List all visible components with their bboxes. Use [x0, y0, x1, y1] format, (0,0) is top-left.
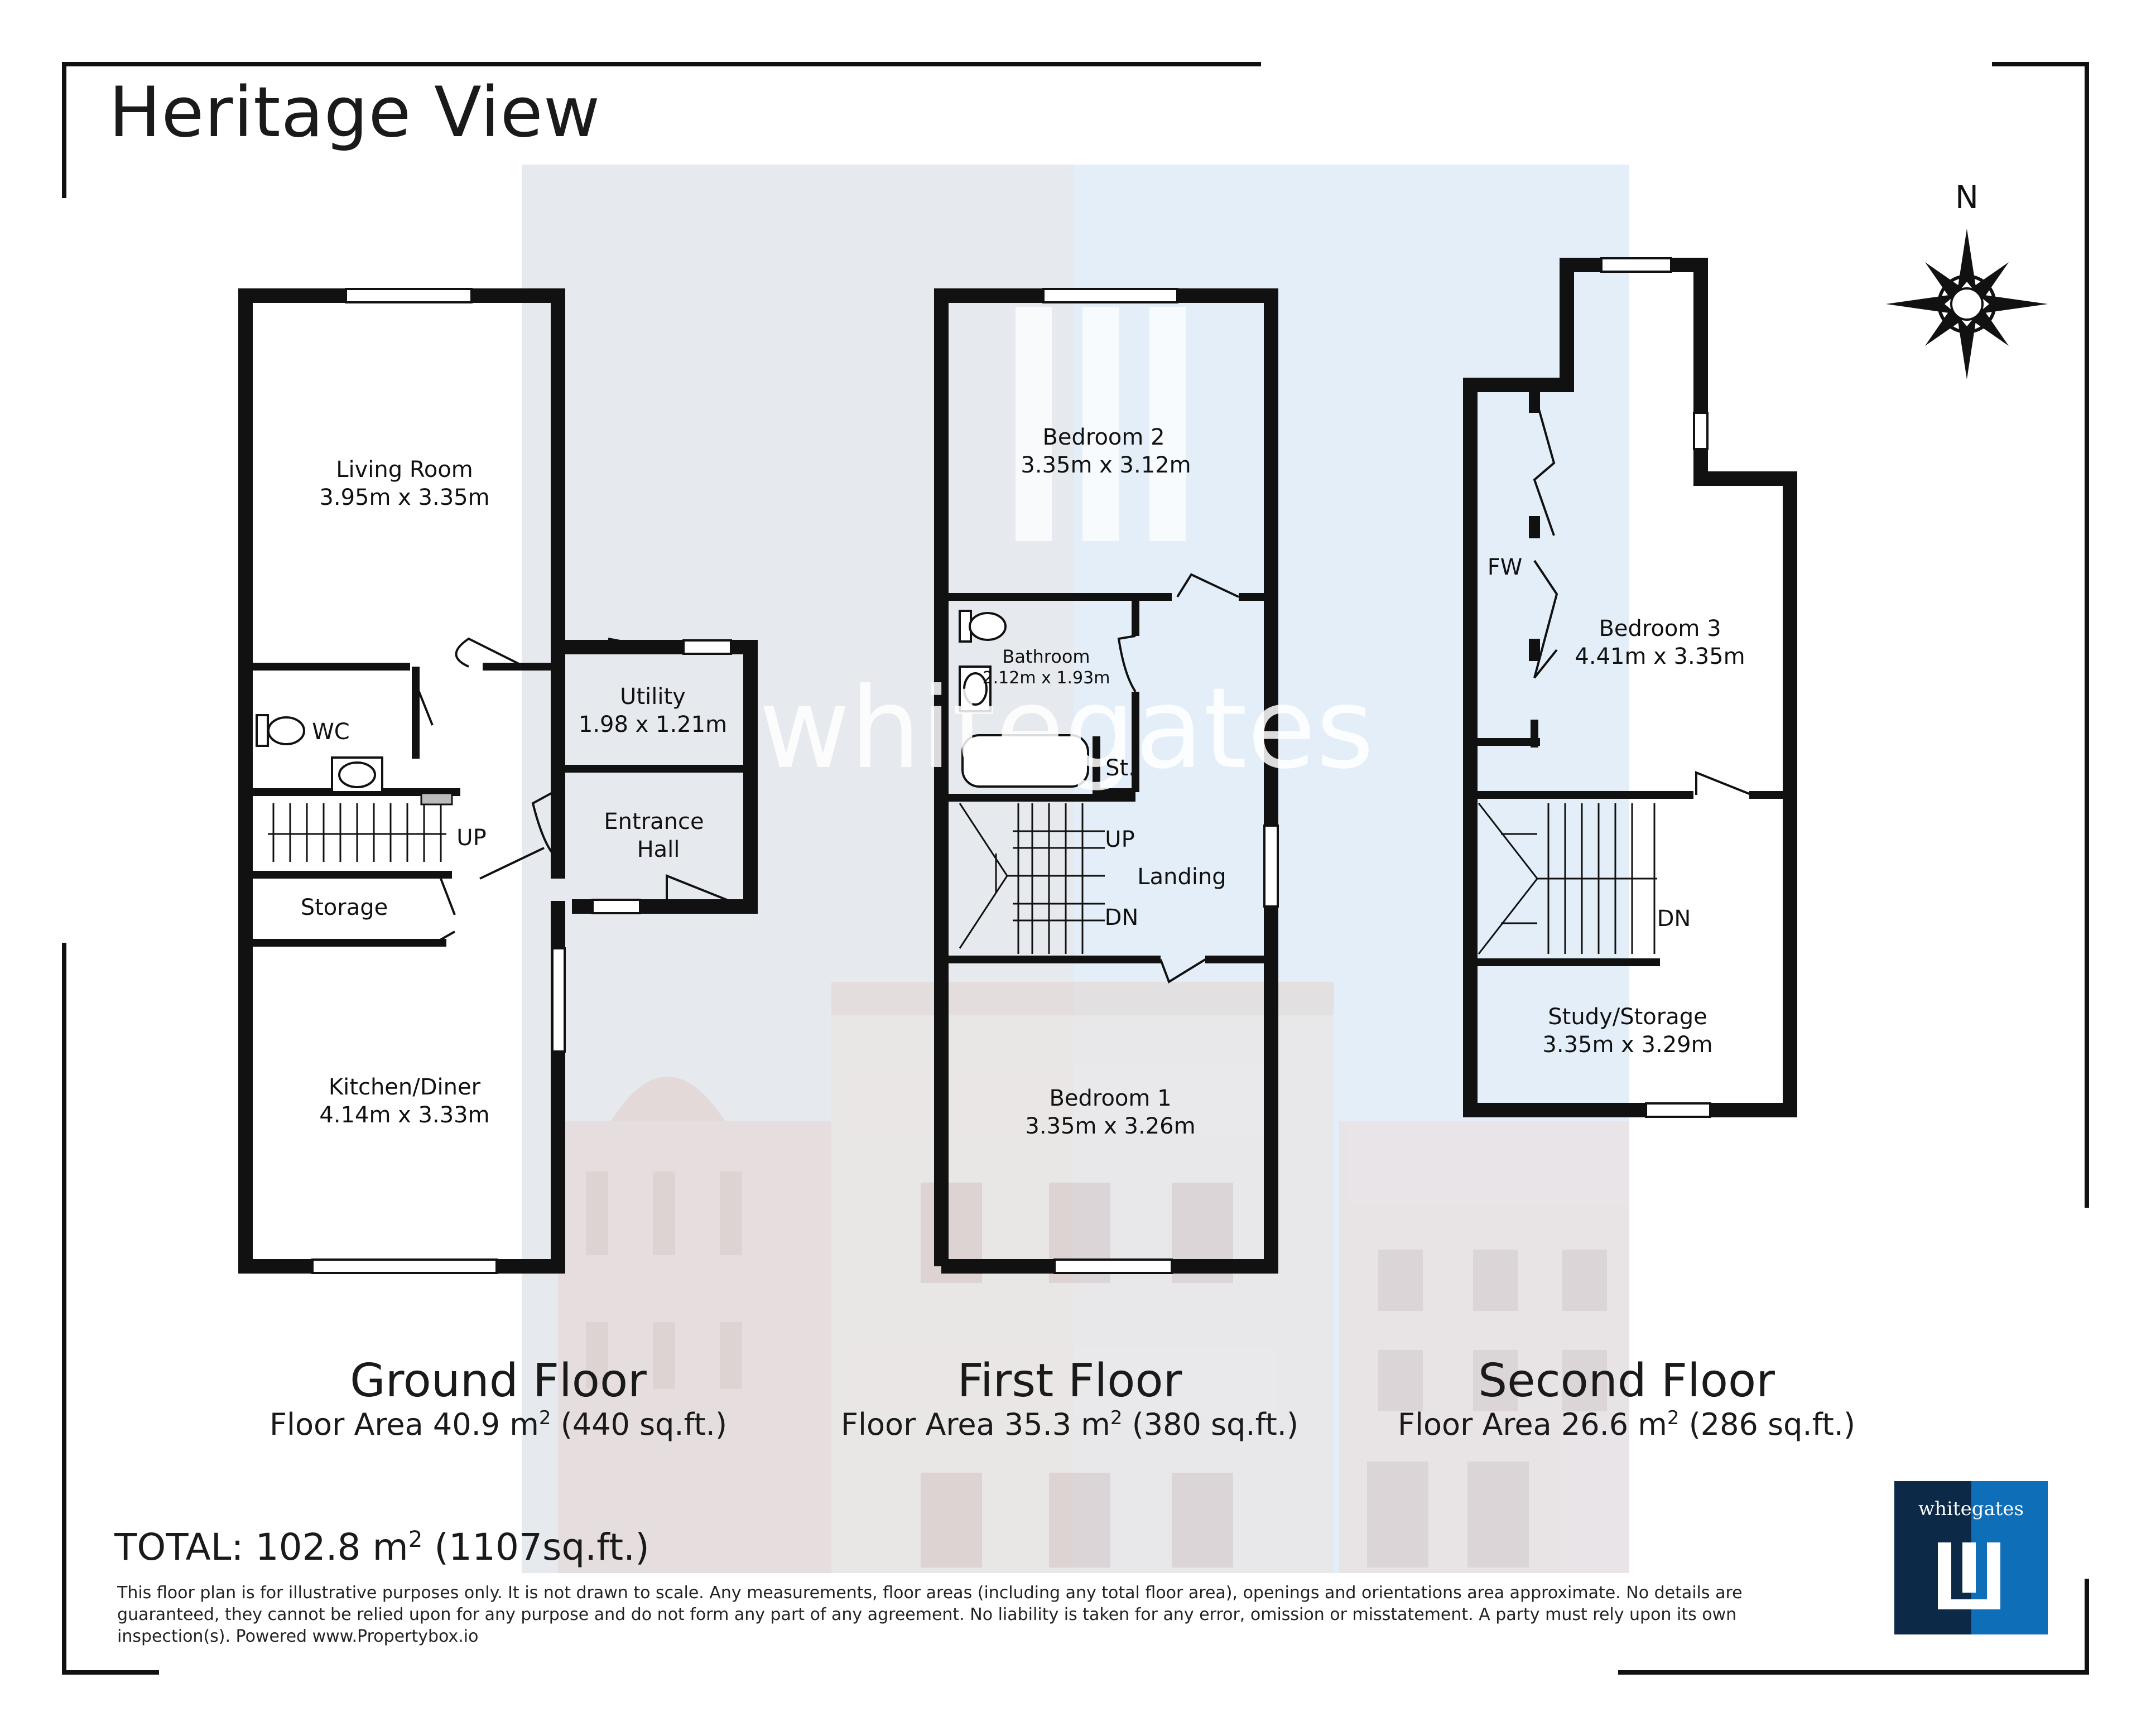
- room-dims-bedroom-2: 3.35m x 3.12m: [1021, 452, 1191, 478]
- ground-floor-windows: [311, 288, 732, 1274]
- floor-area-ground-prefix: Floor Area 40.9 m: [269, 1407, 539, 1442]
- page-frame: [62, 62, 2089, 1675]
- room-name-study-storage: Study/Storage: [1548, 1004, 1707, 1030]
- floor-area-first-suffix: (380 sq.ft.): [1122, 1407, 1299, 1442]
- superscript-2: 2: [538, 1407, 551, 1429]
- room-name-kitchen-diner: Kitchen/Diner: [329, 1074, 481, 1100]
- page-title: Heritage View: [109, 73, 601, 153]
- ground-floor-doors: [415, 637, 737, 944]
- room-name-entrance-hall: Entrance: [604, 809, 704, 835]
- second-floor-doors: [1533, 393, 1753, 796]
- floor-area-ground: Floor Area 40.9 m2 (440 sq.ft.): [191, 1409, 805, 1440]
- ground-floor-stairs: [268, 792, 453, 862]
- floor-name-first: First Floor: [957, 1354, 1182, 1407]
- floor-area-second: Floor Area 26.6 m2 (286 sq.ft.): [1320, 1409, 1933, 1440]
- room-name-storage-cupboard: St.: [1105, 755, 1135, 781]
- compass-north-label: N: [1955, 180, 1979, 216]
- first-floor-doors: [1117, 573, 1239, 983]
- watermark-logo-shapes: [1016, 307, 1186, 541]
- total-suffix: (1107sq.ft.): [422, 1526, 649, 1569]
- room-dims-living-room: 3.95m x 3.35m: [319, 485, 489, 510]
- room-dims-utility: 1.98 x 1.21m: [579, 712, 727, 737]
- second-floor-windows: [1600, 257, 1711, 1118]
- stair-label-dn-second: DN: [1657, 906, 1691, 932]
- total-floor-area: TOTAL: 102.8 m2 (1107sq.ft.): [114, 1528, 649, 1566]
- floor-name-ground: Ground Floor: [350, 1354, 647, 1407]
- disclaimer-text: This floor plan is for illustrative purp…: [117, 1583, 1743, 1646]
- room-name-living-room: Living Room: [336, 457, 473, 483]
- superscript-2: 2: [1667, 1407, 1680, 1429]
- superscript-2: 2: [408, 1527, 423, 1552]
- first-floor-plan: [934, 288, 1279, 1274]
- heritage-building-illustration: [558, 982, 1629, 1573]
- stair-label-dn-first: DN: [1105, 905, 1139, 930]
- floor-area-second-suffix: (286 sq.ft.): [1679, 1407, 1856, 1442]
- stair-label-up-ground: UP: [456, 825, 486, 851]
- second-floor-plan: [1463, 257, 1797, 1118]
- first-floor-windows: [1042, 288, 1279, 1274]
- room-name-bathroom: Bathroom: [1002, 646, 1090, 667]
- first-floor-stairs: [959, 803, 1105, 954]
- room-name-utility: Utility: [620, 684, 686, 710]
- room-labels: Living Room 3.95m x 3.35m WC Utility 1.9…: [301, 425, 1745, 1139]
- room-name-bedroom-2: Bedroom 2: [1042, 425, 1164, 450]
- second-floor-stairs: [1478, 803, 1657, 954]
- room-dims-study-storage: 3.35m x 3.29m: [1542, 1032, 1712, 1058]
- total-prefix: TOTAL: 102.8 m: [114, 1526, 408, 1569]
- superscript-2: 2: [1110, 1407, 1123, 1429]
- room-name-bedroom-1: Bedroom 1: [1049, 1086, 1171, 1111]
- room-dims-bedroom-1: 3.35m x 3.26m: [1025, 1113, 1195, 1139]
- compass-rose-icon: [1886, 229, 2048, 379]
- floor-name-second: Second Floor: [1478, 1354, 1775, 1407]
- floor-area-second-prefix: Floor Area 26.6 m: [1397, 1407, 1667, 1442]
- ground-floor-plan: [238, 288, 758, 1274]
- stair-label-up-first: UP: [1105, 827, 1134, 852]
- second-floor-fixed-wardrobe: [1529, 390, 1540, 661]
- watermark-text: whitegates: [759, 664, 1374, 794]
- logo-wordmark: whitegates: [1918, 1498, 2024, 1520]
- room-dims-bathroom: 2.12m x 1.93m: [983, 668, 1110, 688]
- floor-area-first-prefix: Floor Area 35.3 m: [840, 1407, 1110, 1442]
- floor-area-ground-suffix: (440 sq.ft.): [551, 1407, 728, 1442]
- bathroom-fixtures: [959, 610, 1089, 788]
- whitegates-logo: whitegates: [1894, 1481, 2048, 1634]
- wc-fixtures: [256, 714, 383, 793]
- room-dims-kitchen-diner: 4.14m x 3.33m: [319, 1102, 489, 1128]
- logo-mark-icon: [1938, 1542, 2000, 1609]
- room-name-fitted-wardrobe: FW: [1488, 554, 1523, 580]
- room-dims-entrance-hall: Hall: [637, 837, 680, 862]
- room-name-storage: Storage: [301, 895, 388, 920]
- room-dims-bedroom-3: 4.41m x 3.35m: [1575, 644, 1745, 669]
- floor-area-first: Floor Area 35.3 m2 (380 sq.ft.): [763, 1409, 1377, 1440]
- room-name-landing: Landing: [1137, 864, 1226, 890]
- room-name-wc: WC: [312, 719, 349, 745]
- room-name-bedroom-3: Bedroom 3: [1599, 616, 1721, 642]
